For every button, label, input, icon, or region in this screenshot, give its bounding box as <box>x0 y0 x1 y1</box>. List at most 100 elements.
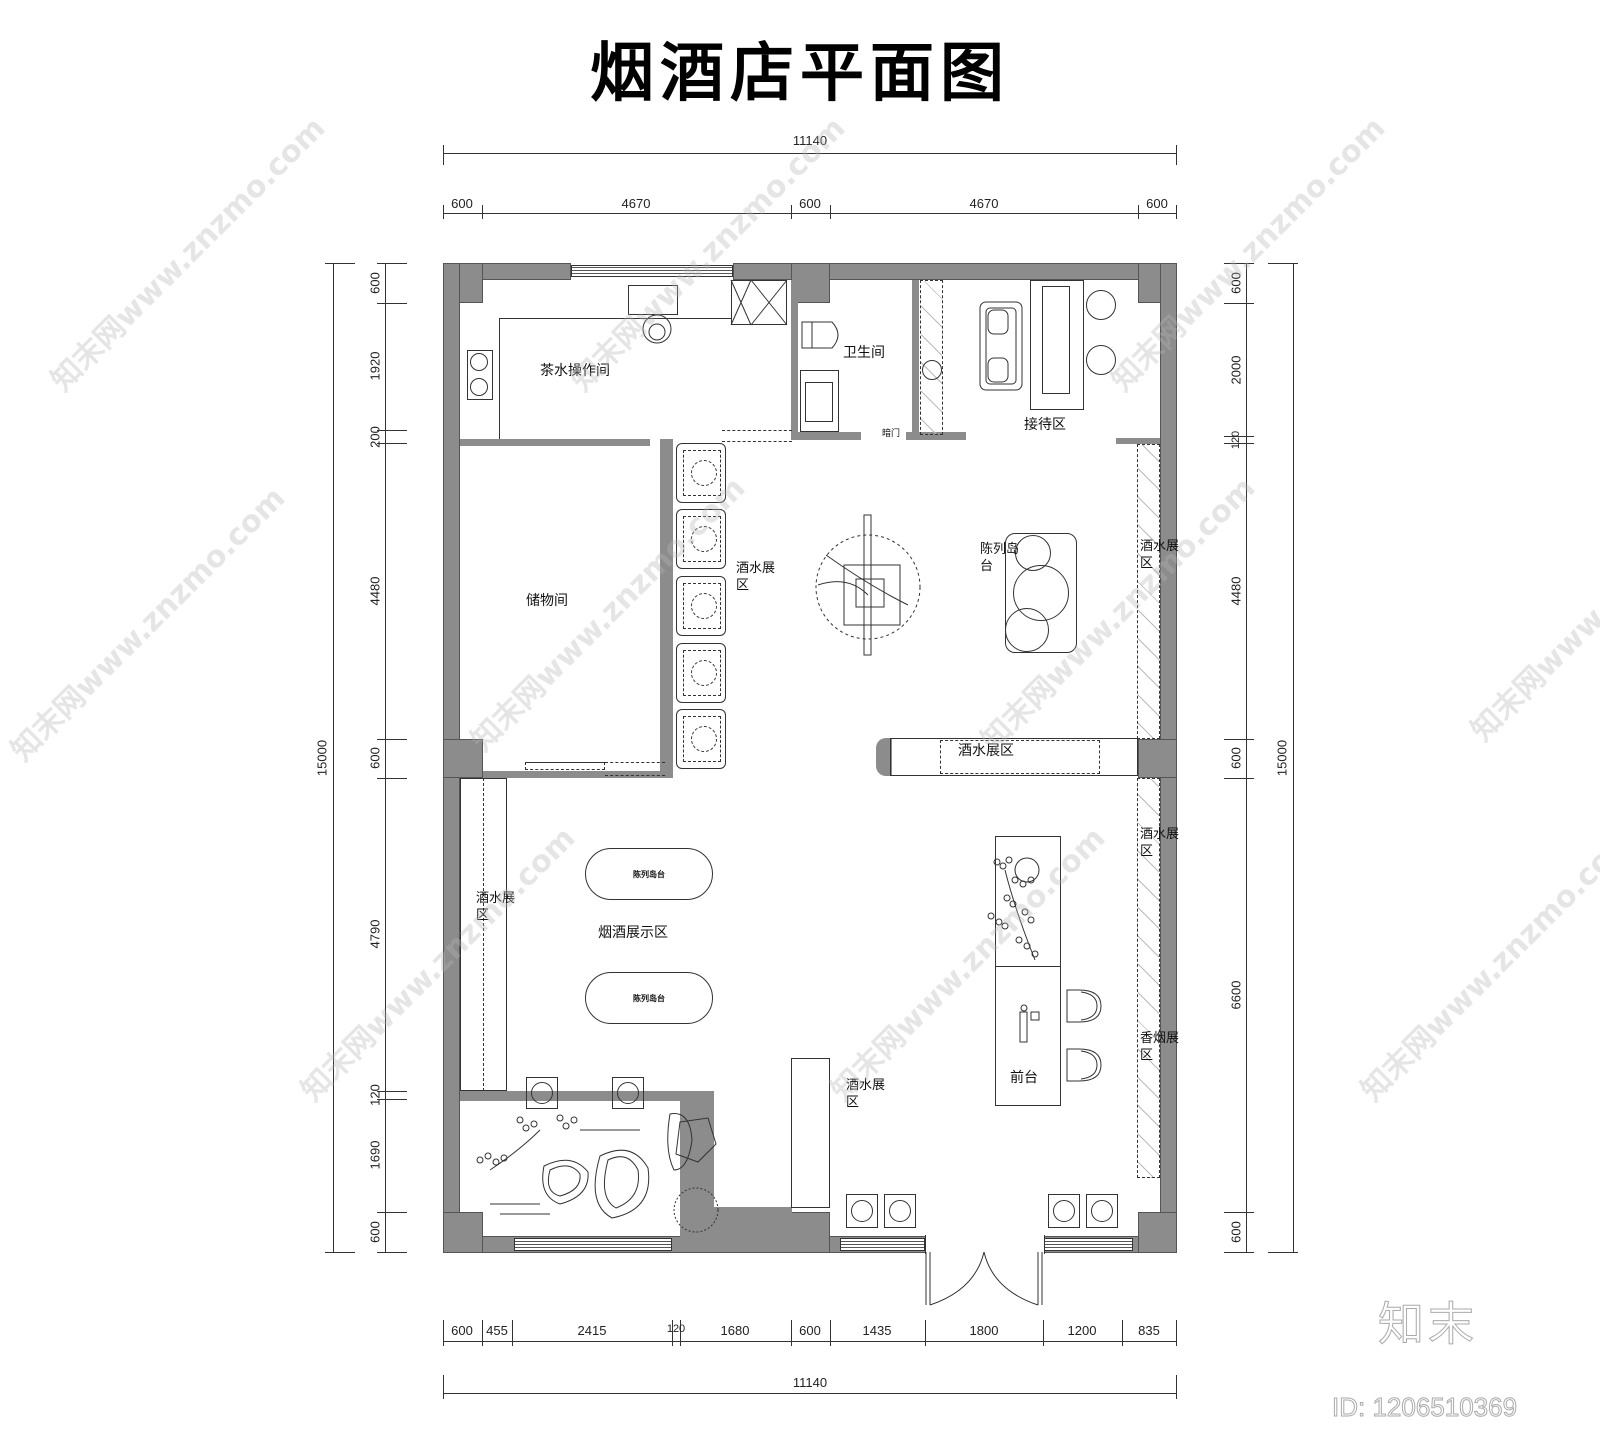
wall-restroom-bottom <box>791 432 861 440</box>
burner-2 <box>470 378 488 396</box>
watermark: 知末网www.znzmo.com <box>564 110 853 399</box>
dim-tick <box>1224 1212 1254 1213</box>
wall-storage-right <box>660 439 673 774</box>
stool-1[interactable] <box>1086 290 1116 320</box>
dim-left-seg-8: 1690 <box>367 1140 383 1170</box>
label-cigarette-display: 香烟展区 <box>1140 1031 1180 1063</box>
label-hidden-door: 暗门 <box>882 429 901 439</box>
label-display-island: 陈列岛台 <box>980 542 1020 574</box>
wine-display-right-upper-shelf[interactable] <box>1137 444 1160 739</box>
label-restroom: 卫生间 <box>843 345 885 361</box>
label-wine-display-bottom: 酒水展区 <box>846 1078 886 1110</box>
label-wine-display-left-upper: 酒水展区 <box>736 561 776 593</box>
stove[interactable] <box>467 350 493 400</box>
dim-tick <box>377 1252 407 1253</box>
dim-right-total: 15000 <box>1274 739 1290 777</box>
dim-tick <box>482 205 483 219</box>
dim-tick <box>830 1320 831 1346</box>
dim-left-seg-3: 200 <box>367 426 383 448</box>
restroom-sink[interactable] <box>805 382 833 422</box>
dim-tick <box>1176 205 1177 219</box>
dim-right-seg-1: 600 <box>1228 272 1244 294</box>
wall-storage-bottom <box>483 771 673 778</box>
wine-display-bottom-shelf[interactable] <box>791 1058 830 1208</box>
display-island-round[interactable] <box>1005 533 1077 653</box>
dim-left-seg-9: 600 <box>367 1221 383 1243</box>
sofa-icon[interactable] <box>978 300 1024 392</box>
floor-light-6 <box>1086 1194 1118 1228</box>
tea-room-counter <box>499 318 500 439</box>
tea-room-cabinet[interactable] <box>731 280 787 325</box>
display-island-2[interactable]: 陈列岛台 <box>585 972 713 1024</box>
tea-room-sink[interactable] <box>628 285 678 315</box>
dim-bottom-seg-3: 2415 <box>577 1323 607 1338</box>
restroom-vanity[interactable] <box>800 370 839 432</box>
wall-bottom-mid <box>714 1207 792 1252</box>
window-bottom-left <box>514 1238 672 1251</box>
display-island-1[interactable]: 陈列岛台 <box>585 848 713 900</box>
dim-line-top-segments <box>443 213 1177 214</box>
wine-cabinet-2[interactable] <box>676 509 726 569</box>
dim-tick <box>1224 303 1254 304</box>
dim-tick <box>680 1320 681 1346</box>
dim-bottom-seg-8: 1800 <box>969 1323 999 1338</box>
dim-tick <box>1138 205 1139 219</box>
entrance-opening[interactable] <box>925 1235 1045 1254</box>
chair-icon[interactable] <box>1063 1047 1103 1083</box>
wine-cabinet-1[interactable] <box>676 443 726 503</box>
dim-line-left-segments <box>385 263 386 1253</box>
display-island-2-label: 陈列岛台 <box>633 993 665 1003</box>
wall-restroom-right <box>912 280 919 440</box>
wine-display-right-lower-shelf[interactable] <box>1137 778 1160 1178</box>
wine-counter-center[interactable] <box>890 738 1138 776</box>
tea-table[interactable] <box>1030 280 1084 410</box>
toilet-icon[interactable] <box>800 318 846 352</box>
dim-line-left-total <box>333 263 334 1253</box>
dim-tick <box>925 1320 926 1346</box>
wine-shelf-dash <box>483 778 484 1091</box>
reception-shelf[interactable] <box>920 280 943 435</box>
dim-line-top-total <box>443 153 1177 154</box>
dim-tick <box>1043 1320 1044 1346</box>
storage-opening[interactable] <box>605 762 665 776</box>
tea-room-counter-top <box>499 318 731 319</box>
label-wine-display-right-lower: 酒水展区 <box>1140 827 1180 859</box>
entrance-double-door-icon[interactable] <box>920 1250 1050 1310</box>
dim-left-seg-2: 1920 <box>367 351 383 381</box>
window-bottom-right-1 <box>840 1238 925 1251</box>
wine-cabinet-4[interactable] <box>676 643 726 703</box>
stool-2[interactable] <box>1086 345 1116 375</box>
dim-tick <box>512 1320 513 1346</box>
wine-counter-center-dash <box>940 740 1100 774</box>
dim-top-seg-5: 600 <box>1146 196 1168 211</box>
tea-room-opening[interactable] <box>722 430 792 442</box>
dim-bottom-total: 11140 <box>792 1375 828 1390</box>
wine-cabinet-5[interactable] <box>676 709 726 769</box>
storage-door[interactable] <box>525 762 605 770</box>
image-id: ID: 1206510369 <box>1331 1392 1518 1423</box>
dim-line-bottom-segments <box>443 1341 1177 1342</box>
dim-tick <box>377 263 407 264</box>
dim-tick <box>1224 263 1254 264</box>
tea-table-inner <box>1042 286 1070 394</box>
window-bottom-right-2 <box>1043 1238 1133 1251</box>
dim-tick <box>1268 1252 1298 1253</box>
dim-tick <box>830 205 831 219</box>
window-tea-room <box>571 265 733 277</box>
dim-left-seg-4: 4480 <box>367 576 383 606</box>
front-desk[interactable] <box>995 836 1061 1106</box>
dim-right-seg-4: 4480 <box>1228 576 1244 606</box>
column-bottom-right <box>1138 1212 1177 1253</box>
dim-tick <box>1224 436 1254 437</box>
chair-icon[interactable] <box>1063 988 1103 1024</box>
brand-logo: 知末 <box>1378 1297 1478 1352</box>
dim-tick <box>1122 1320 1123 1346</box>
dim-top-seg-2: 4670 <box>621 196 651 211</box>
dim-top-seg-3: 600 <box>799 196 821 211</box>
wall-tea-room-bottom <box>460 439 650 446</box>
wine-cabinet-3[interactable] <box>676 576 726 636</box>
label-wine-display-center: 酒水展区 <box>958 743 1014 759</box>
label-front-desk: 前台 <box>1010 1070 1038 1086</box>
reception-sink[interactable] <box>922 360 942 380</box>
wall-garden-top <box>460 1091 680 1101</box>
